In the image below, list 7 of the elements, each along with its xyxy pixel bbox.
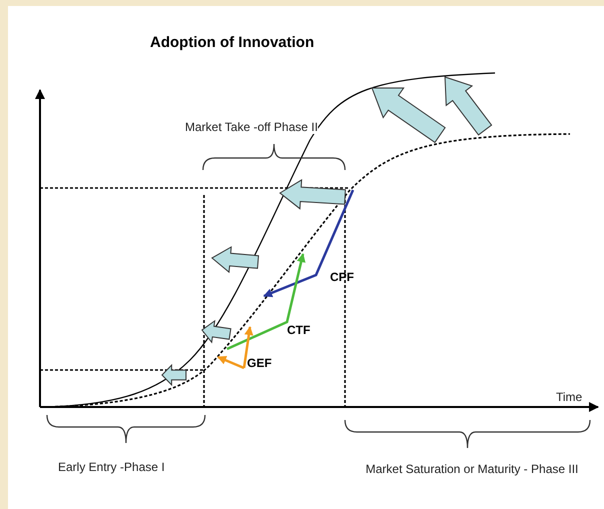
chart-title: Adoption of Innovation <box>150 34 314 51</box>
phase-label: Early Entry -Phase I <box>58 460 165 474</box>
series-label: GEF <box>247 356 272 370</box>
series-label: CPF <box>330 270 354 284</box>
series-label: CTF <box>287 323 310 337</box>
axis-label: Time <box>556 390 582 404</box>
phase-label: Market Take -off Phase II <box>185 120 318 134</box>
